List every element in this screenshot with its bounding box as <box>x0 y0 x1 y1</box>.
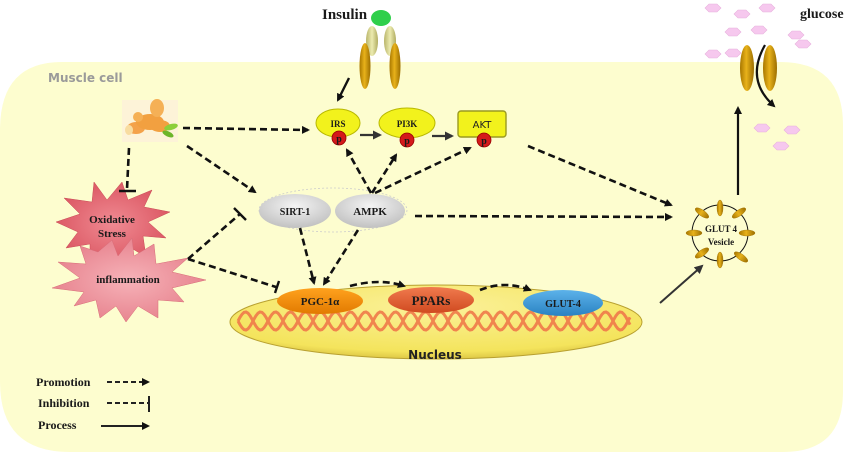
inflammation-label: inflammation <box>96 274 160 286</box>
ppars-to-glut4-arrow <box>479 283 532 292</box>
pgc1a-to-ppars-arrow <box>349 280 406 288</box>
legend-promotion-label: Promotion <box>36 375 91 389</box>
glucose-molecules <box>704 3 812 151</box>
irs-phospho-label: p <box>336 134 342 145</box>
ginger-to-irs-arrow <box>182 125 310 134</box>
receptor-to-irs-arrow <box>336 77 351 102</box>
glut4-gene-label: GLUT-4 <box>545 299 581 310</box>
ampk-to-akt-arrow <box>374 146 472 195</box>
ginger-root-icon <box>122 99 178 142</box>
pi3k-phospho-label: p <box>404 136 410 147</box>
pi3k-label: PI3K <box>397 119 418 129</box>
glut4-transporter-icon <box>740 45 777 91</box>
legend-item-promotion: Promotion <box>36 375 150 389</box>
legend-item-process: Process <box>38 418 150 432</box>
nucleus-to-vesicle-arrow <box>659 264 704 304</box>
legend-item-inhibition: Inhibition <box>38 396 150 412</box>
glut4-vesicle: GLUT 4 Vesicle <box>685 199 756 269</box>
promotion-arrows <box>182 125 673 292</box>
insulin-receptor-icon <box>359 10 401 89</box>
sirt1-protein: SIRT-1 <box>259 194 331 228</box>
irs-protein: IRS p <box>315 108 361 146</box>
sirt1-to-pgc1a-arrow <box>298 227 317 285</box>
akt-to-vesicle-arrow <box>527 144 673 207</box>
glut4-gene-protein: GLUT-4 <box>523 290 603 316</box>
oxidative-stress-label-2: Stress <box>98 228 127 240</box>
pi3k-protein: PI3K p <box>378 107 436 148</box>
glucose-uptake-arrow <box>755 44 776 108</box>
insulin-label: Insulin <box>322 7 368 23</box>
pgc1a-label: PGC-1α <box>301 296 340 308</box>
ppars-label: PPARs <box>412 293 451 308</box>
ampk-label: AMPK <box>353 206 387 218</box>
ginger-to-sirt1-arrow <box>186 144 257 194</box>
legend-inhibition-label: Inhibition <box>38 396 90 410</box>
inflammation-star <box>51 237 207 323</box>
ginger-inhibits-oxidative-stress <box>125 147 131 190</box>
muscle-cell-body <box>0 62 843 452</box>
legend: Promotion Inhibition Process <box>36 375 150 432</box>
akt-label: AKT <box>473 120 493 131</box>
vesicle-label-2: Vesicle <box>708 237 734 247</box>
legend-process-label: Process <box>38 418 77 432</box>
ampk-to-vesicle-arrow <box>414 212 673 221</box>
akt-phospho-label: p <box>481 136 487 147</box>
sirt1-ampk-complex-outline <box>258 187 408 233</box>
inflammation-inhibits-pgc1a <box>187 257 277 289</box>
nucleus-label: Nucleus <box>408 348 462 362</box>
akt-protein: AKT p <box>457 110 507 148</box>
inhibition-lines <box>119 147 281 294</box>
ampk-to-pi3k-arrow <box>370 153 398 194</box>
inflammation-inhibits-sirt1 <box>187 213 241 260</box>
pgc1a-protein: PGC-1α <box>277 288 363 314</box>
ppars-protein: PPARs <box>388 287 474 313</box>
ampk-to-irs-arrow <box>345 148 373 194</box>
sirt1-label: SIRT-1 <box>280 207 310 218</box>
oxidative-stress-label-1: Oxidative <box>89 214 135 226</box>
vesicle-label-1: GLUT 4 <box>705 224 738 234</box>
glucose-label: glucose <box>800 7 844 22</box>
irs-label: IRS <box>330 119 345 129</box>
ampk-protein: AMPK <box>335 194 405 228</box>
muscle-cell-label: Muscle cell <box>48 71 123 85</box>
